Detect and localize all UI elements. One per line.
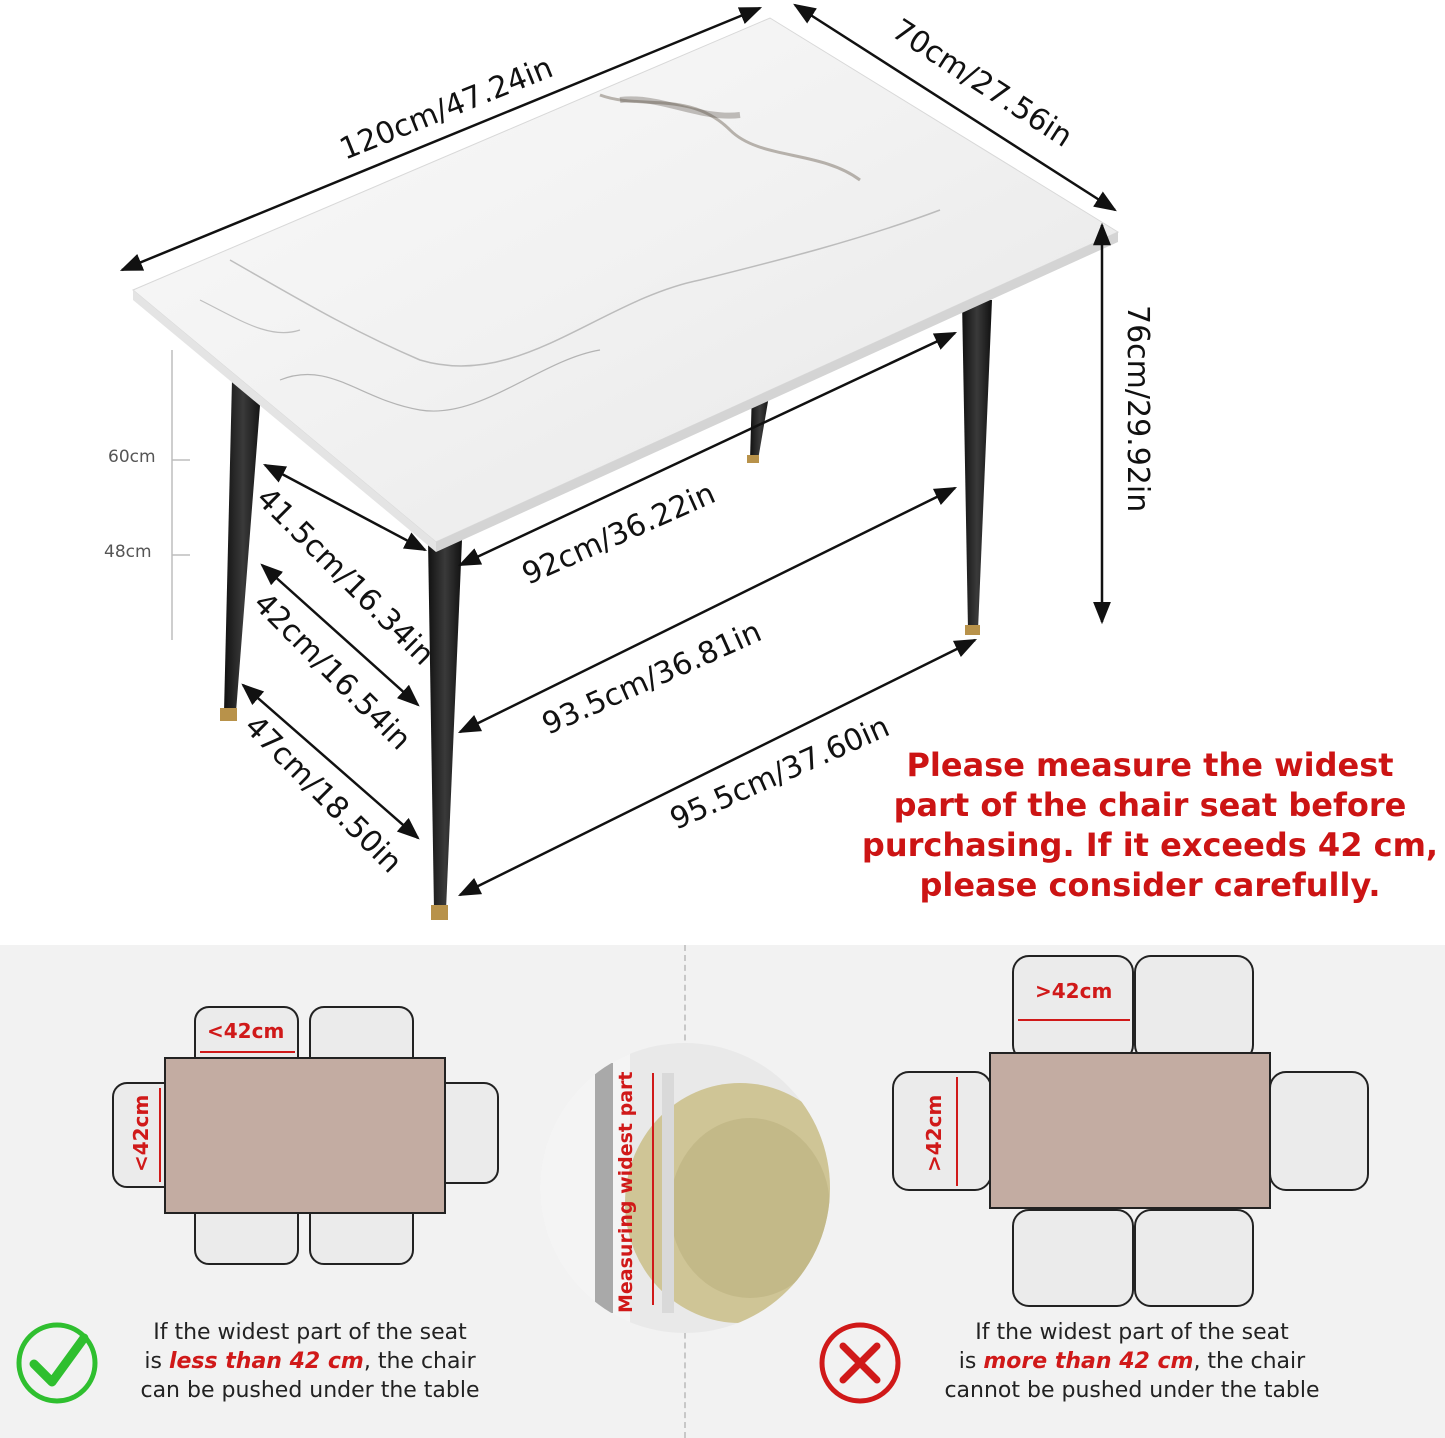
warning-line-3: purchasing. If it exceeds 42 cm,: [861, 826, 1439, 864]
fits-caption-line-1: If the widest part of the seat: [153, 1320, 467, 1345]
inner-width-bottom-arrow: [241, 683, 420, 840]
height-label: 76cm/29.92in: [1120, 305, 1155, 512]
fits-caption: If the widest part of the seat is less t…: [100, 1318, 520, 1405]
fits-caption-prefix: is: [144, 1349, 169, 1374]
wide-chair-bottom-left: [1012, 1209, 1134, 1307]
chair-fits-diagram: <42cm <42cm: [112, 1006, 499, 1265]
inner-length-bottom-arrow: [457, 638, 978, 897]
table-top-view: [164, 1057, 446, 1214]
not-fit-caption-prefix: is: [958, 1349, 984, 1374]
warning-line-2: part of the chair seat before: [893, 786, 1407, 824]
table-dimension-diagram: 120cm/47.24in 70cm/27.56in 76cm/29.92in …: [104, 3, 1155, 920]
wide-chair-bottom-right: [1134, 1209, 1254, 1307]
not-fit-caption: If the widest part of the seat is more t…: [912, 1318, 1352, 1405]
cross-icon: [815, 1318, 905, 1408]
fits-caption-line-2: is less than 42 cm, the chair: [100, 1347, 520, 1376]
fits-caption-line-3: can be pushed under the table: [140, 1378, 480, 1403]
check-icon: [12, 1318, 102, 1408]
wide-chair-right: [1269, 1071, 1369, 1191]
inner-width-mid-arrow: [260, 563, 420, 707]
warning-line-4: please consider carefully.: [919, 866, 1381, 904]
not-fit-caption-line-1: If the widest part of the seat: [975, 1320, 1289, 1345]
chair-not-fit-diagram: >42cm >42cm: [892, 955, 1369, 1307]
measuring-label: Measuring widest part: [615, 1071, 637, 1313]
not-fit-caption-line-3: cannot be pushed under the table: [944, 1378, 1320, 1403]
warning-line-1: Please measure the widest: [906, 746, 1394, 784]
not-fit-caption-emphasis: more than 42 cm: [983, 1349, 1194, 1374]
wide-chair-top-left: [1012, 955, 1134, 1062]
measuring-tape: [662, 1073, 674, 1313]
wide-table-top-view: [989, 1052, 1271, 1209]
table-leg-back-right: [962, 300, 992, 630]
wide-chair-top-right: [1134, 955, 1254, 1062]
purchase-warning: Please measure the widest part of the ch…: [860, 745, 1440, 905]
inner-width-top-arrow: [263, 463, 427, 552]
chair-width-label-top: <42cm: [207, 1019, 284, 1043]
chair-width-label-side: <42cm: [129, 1095, 153, 1172]
height-mark-48: 48cm: [104, 542, 152, 562]
length-arrow: [119, 6, 763, 272]
not-fit-caption-suffix: , the chair: [1193, 1349, 1306, 1374]
width-arrow: [793, 3, 1117, 212]
wide-chair-width-label-side: >42cm: [922, 1095, 946, 1172]
not-fit-caption-line-2: is more than 42 cm, the chair: [912, 1347, 1352, 1376]
fits-caption-emphasis: less than 42 cm: [168, 1349, 364, 1374]
fits-caption-suffix: , the chair: [363, 1349, 476, 1374]
inner-length-mid-arrow: [457, 486, 958, 734]
wide-chair-width-label-top: >42cm: [1035, 979, 1112, 1003]
measuring-photo: Measuring widest part: [540, 1043, 830, 1333]
table-leg-front-left: [224, 380, 262, 712]
table-leg-front-right: [428, 540, 462, 910]
height-mark-60: 60cm: [108, 447, 156, 467]
